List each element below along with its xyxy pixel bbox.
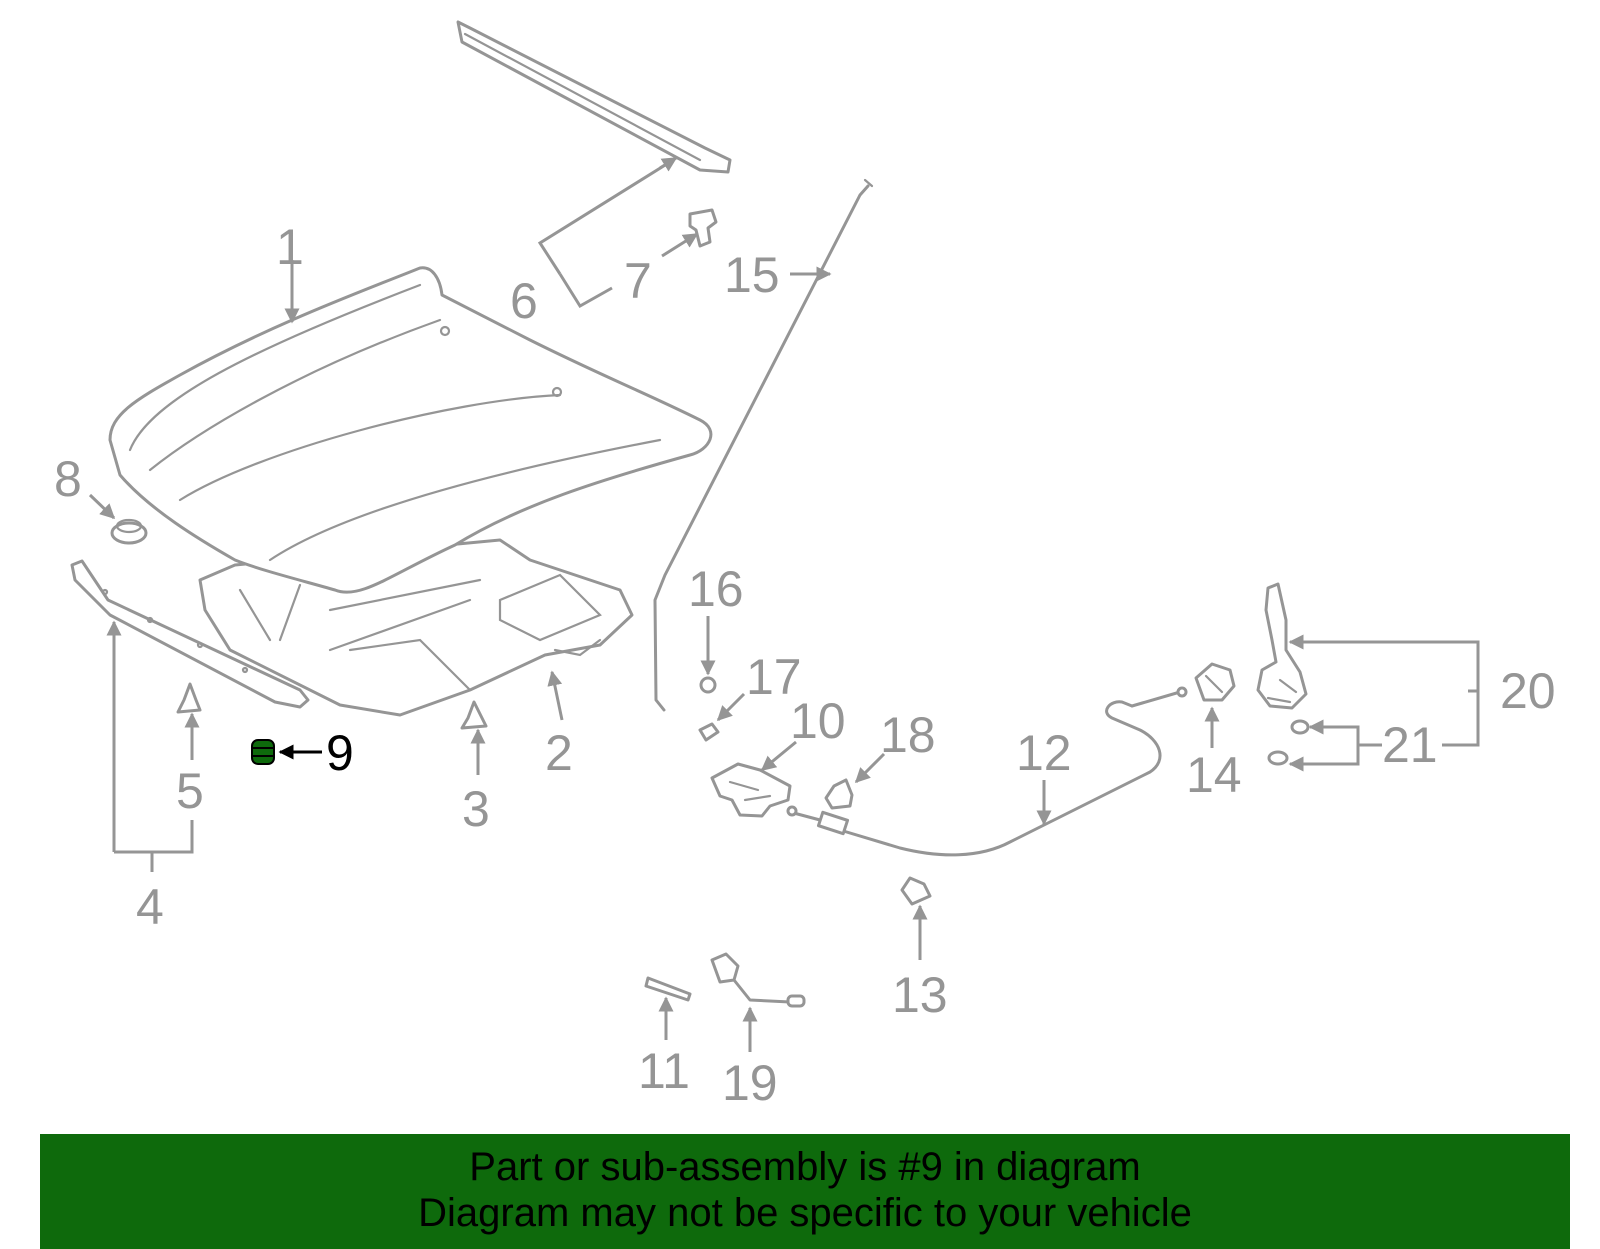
switch-part-19: [710, 952, 806, 1008]
callout-20: 20: [1500, 663, 1556, 719]
info-banner: Part or sub-assembly is #9 in diagram Di…: [40, 1134, 1570, 1249]
clip-part-13: [900, 876, 932, 906]
hood-latch-part: [710, 762, 792, 818]
callout-15: 15: [724, 247, 780, 303]
callout-4: 4: [136, 879, 164, 935]
callout-21: 21: [1382, 717, 1438, 773]
callout-2: 2: [545, 725, 573, 781]
pin-part-11: [644, 976, 692, 1002]
clip-part-5: [176, 682, 202, 714]
weatherstrip-seal-part: [456, 20, 732, 174]
clip-part-3: [460, 700, 488, 730]
callout-14: 14: [1186, 747, 1242, 803]
hood-panel-part: [108, 266, 713, 594]
callout-3: 3: [462, 781, 490, 837]
callout-16: 16: [688, 561, 744, 617]
banner-line-part-info: Part or sub-assembly is #9 in diagram: [469, 1145, 1141, 1189]
callout-labels: 1 2 3 4 5 6 7 8 9 10 11 12 13 14 15 16 1…: [54, 219, 1556, 1111]
callout-18: 18: [880, 707, 936, 763]
release-handle-part: [1194, 662, 1236, 702]
prop-rod-part: [653, 178, 874, 712]
hinge-bolt-upper-part: [1290, 719, 1310, 735]
banner-line-disclaimer: Diagram may not be specific to your vehi…: [418, 1191, 1192, 1235]
fastener-part-16: [699, 676, 717, 694]
hinge-bolt-lower-part: [1267, 750, 1289, 766]
clip-part-7: [688, 208, 718, 248]
callout-7: 7: [624, 253, 652, 309]
callout-19: 19: [722, 1055, 778, 1111]
callout-17: 17: [746, 649, 802, 705]
callout-8: 8: [54, 451, 82, 507]
highlighted-part-9: [251, 739, 275, 765]
callout-10: 10: [790, 693, 846, 749]
release-cable-part: [786, 686, 1188, 857]
latch-bracket-part: [824, 778, 854, 810]
callout-13: 13: [892, 967, 948, 1023]
front-seal-strip-part: [70, 559, 310, 709]
bumper-stop-part: [110, 518, 148, 545]
callout-11: 11: [638, 1043, 690, 1099]
callout-5: 5: [176, 763, 204, 819]
leader-lines: [88, 156, 1480, 1052]
callout-12: 12: [1016, 725, 1072, 781]
callout-1: 1: [276, 219, 304, 275]
fastener-part-17: [698, 722, 720, 742]
callout-9: 9: [326, 725, 354, 781]
callout-6: 6: [510, 273, 538, 329]
hood-hinge-part: [1256, 582, 1308, 710]
